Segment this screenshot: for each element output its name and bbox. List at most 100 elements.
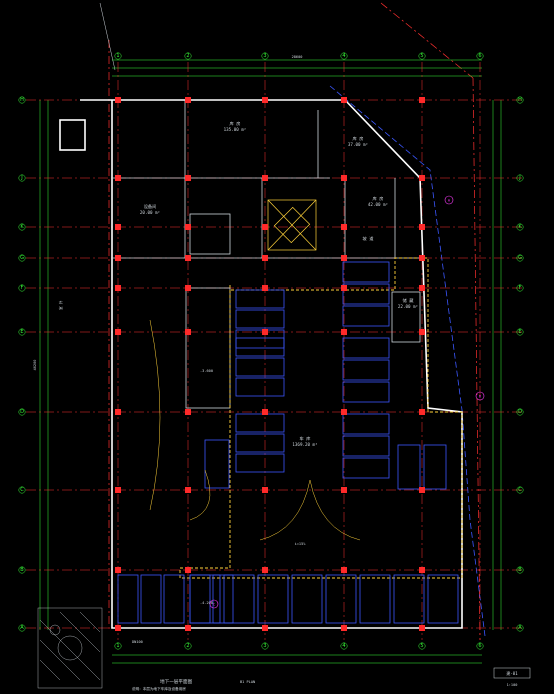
column: [262, 567, 268, 573]
column: [185, 625, 191, 631]
title-block: 建-01 1:100 地下一层平面图 B1 PLAN: [160, 667, 531, 687]
parking-stall: [359, 574, 391, 624]
section-mark-3: C: [213, 603, 215, 607]
axis-label: 3: [263, 53, 266, 59]
axis-label: 4: [342, 53, 345, 59]
axis-bubble: [184, 642, 192, 650]
parking-stall: [117, 574, 139, 624]
parking-stall: [140, 574, 162, 624]
axis-bubble: [18, 328, 26, 336]
section-mark-1: A: [448, 199, 451, 203]
axis-label: D: [20, 409, 24, 415]
axis-label: 2: [186, 643, 189, 649]
room-area-6: 1369.20 m²: [292, 442, 317, 447]
axis-label: 5: [420, 53, 423, 59]
axis-bubble: [476, 642, 484, 650]
axis-label: G: [20, 255, 24, 261]
column: [185, 567, 191, 573]
axis-label: C: [518, 487, 522, 493]
ramp-wall: [179, 257, 463, 579]
axis-bubble: [261, 642, 269, 650]
axis-label: 4: [342, 643, 345, 649]
footer-note: 说明：本层为地下车库及设备用房: [132, 686, 186, 691]
column: [262, 409, 268, 415]
drawing-title: 地下一层平面图: [160, 678, 193, 685]
parking-stall: [235, 329, 285, 349]
parking-stall: [163, 574, 185, 624]
column: [115, 175, 121, 181]
parking-stall: [204, 439, 230, 489]
axis-label: C: [20, 487, 24, 493]
parking-stall: [342, 457, 390, 479]
column: [115, 255, 121, 261]
parking-stall: [342, 435, 390, 457]
column: [185, 409, 191, 415]
column: [185, 329, 191, 335]
column: [115, 97, 121, 103]
room-label-1: 库 房: [230, 120, 241, 127]
axis-bubble: [516, 96, 524, 104]
section-mark-2: B: [479, 395, 481, 399]
axis-bubble: [516, 624, 524, 632]
axis-bubble: [340, 52, 348, 60]
axis-bubble: [516, 223, 524, 231]
axis-label: J: [20, 175, 22, 181]
axis-bubble: [516, 254, 524, 262]
aisle-arcs: [149, 319, 361, 541]
elev-note-1: -3.600: [200, 369, 213, 373]
parking-stall: [235, 453, 285, 473]
axis-label: 6: [478, 53, 481, 59]
column: [419, 625, 425, 631]
column: [341, 567, 347, 573]
column: [185, 224, 191, 230]
axis-label: 1: [116, 643, 119, 649]
column: [419, 255, 425, 261]
axis-label: K: [20, 224, 24, 230]
column: [185, 487, 191, 493]
column: [419, 567, 425, 573]
column: [262, 625, 268, 631]
dim-total-top: 28600: [292, 55, 303, 59]
axis-label: G: [518, 255, 522, 261]
column: [262, 487, 268, 493]
axis-label: F: [21, 285, 24, 291]
column: [341, 625, 347, 631]
parking-stall: [342, 413, 390, 435]
parking-stall: [397, 444, 421, 490]
column: [419, 329, 425, 335]
axis-label: D: [518, 409, 522, 415]
column: [341, 285, 347, 291]
column: [185, 255, 191, 261]
column: [341, 97, 347, 103]
axis-label: 3: [263, 643, 266, 649]
parking-stall: [342, 359, 390, 381]
parking-stall: [235, 289, 285, 309]
parking-stall: [423, 444, 447, 490]
sheet-no: 建-01: [506, 670, 518, 676]
column: [419, 285, 425, 291]
parking-stall: [427, 574, 459, 624]
column: [341, 409, 347, 415]
axis-bubble: [184, 52, 192, 60]
parking-stall: [291, 574, 323, 624]
axis-bubble: [18, 566, 26, 574]
column: [262, 255, 268, 261]
axis-bubble: [516, 566, 524, 574]
column: [115, 224, 121, 230]
room-area-5: 22.00 m²: [398, 304, 418, 309]
column: [419, 224, 425, 230]
axis-label: B: [518, 567, 522, 573]
site-line-a: [99, 2, 116, 71]
dimension-lines: [39, 59, 502, 664]
parking-stall: [342, 261, 390, 283]
parking-stall: [235, 377, 285, 397]
axis-label: H: [20, 97, 24, 103]
column: [419, 487, 425, 493]
room-area-4: 42.00 m²: [368, 202, 388, 207]
column: [185, 97, 191, 103]
column: [185, 175, 191, 181]
parking-stall: [342, 283, 390, 305]
parking-stall: [235, 309, 285, 329]
axis-grid: [26, 62, 522, 640]
